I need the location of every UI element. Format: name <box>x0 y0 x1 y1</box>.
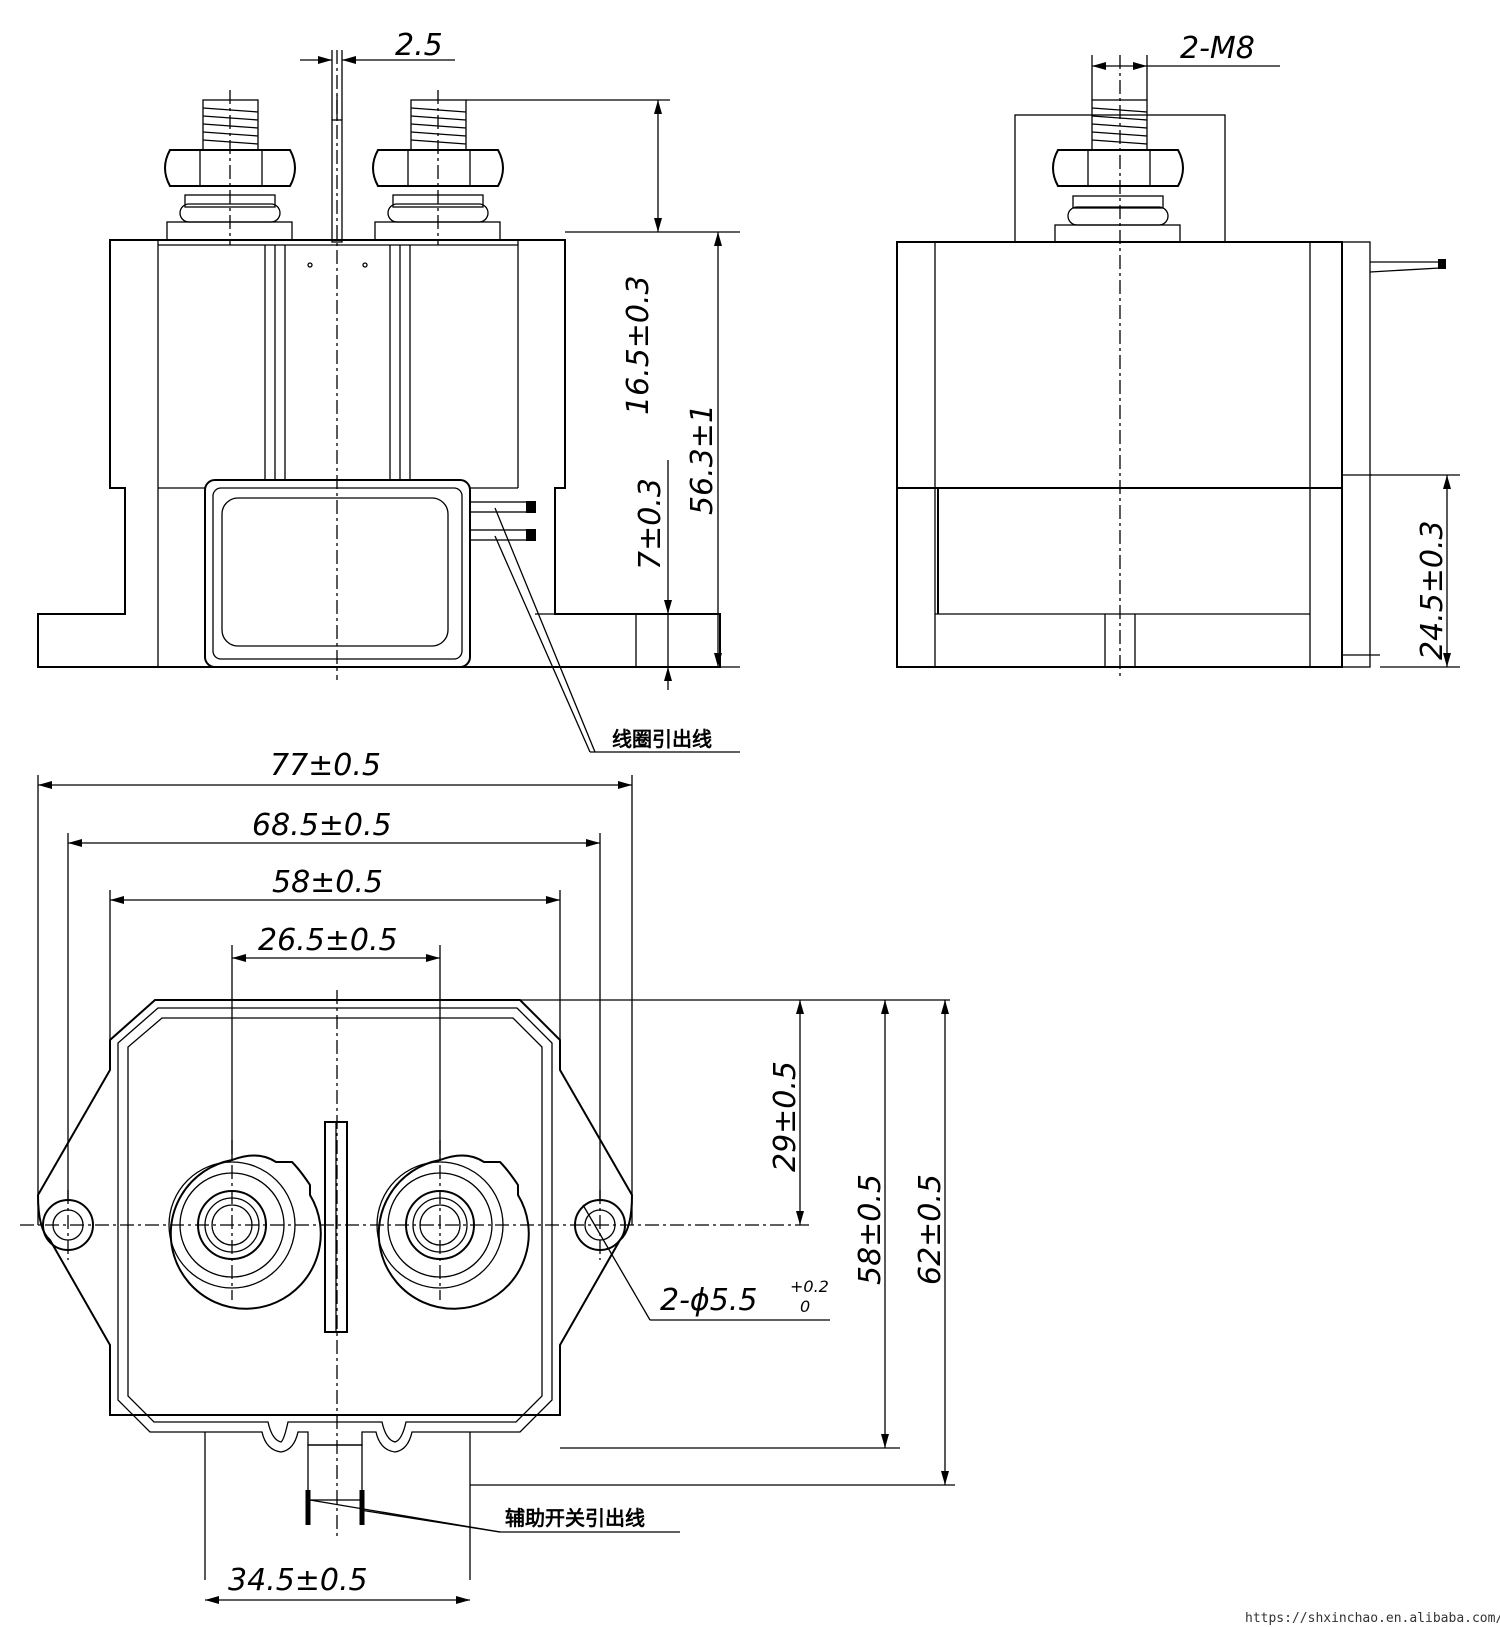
dim-overall-width: 77±0.5 <box>270 748 381 783</box>
top-view: 77±0.5 68.5±0.5 58±0.5 26.5±0.5 29±0.5 <box>20 748 955 1604</box>
dim-lead-thickness: 2.5 <box>395 28 443 63</box>
dim-terminal-spacing: 26.5±0.5 <box>258 923 398 958</box>
dim-total-height: 56.3±1 <box>685 404 720 515</box>
right-terminal-stud <box>372 90 504 245</box>
dim-width-685: 68.5±0.5 <box>252 808 392 843</box>
dim-stud-height: 16.5±0.3 <box>621 275 656 415</box>
side-view: 2-M8 24.5±0.3 <box>896 31 1460 680</box>
svg-text:2-ϕ5.5: 2-ϕ5.5 <box>660 1283 757 1318</box>
dim-hole-tol-lower: 0 <box>800 1297 810 1316</box>
dim-hole-tol-upper: +0.2 <box>790 1277 829 1296</box>
dim-hole-diameter: 2-ϕ5.5 <box>660 1283 757 1318</box>
dim-coil-lead-height: 7±0.3 <box>633 478 668 570</box>
right-terminal-top <box>376 1140 530 1310</box>
left-terminal-stud <box>164 90 296 245</box>
dim-side-height: 24.5±0.3 <box>1415 520 1450 660</box>
left-terminal-top <box>168 1140 322 1310</box>
label-aux-switch-lead: 辅助开关引出线 <box>505 1506 645 1530</box>
dim-thread: 2-M8 <box>1180 31 1255 66</box>
dim-depth-62: 62±0.5 <box>913 1174 948 1285</box>
dim-depth-58: 58±0.5 <box>853 1174 888 1285</box>
label-coil-lead: 线圈引出线 <box>612 727 712 751</box>
front-view: 2.5 16.5±0.3 56.3±1 7±0.3 线圈引出线 <box>37 28 740 753</box>
dim-width-58: 58±0.5 <box>272 865 383 900</box>
dim-bottom-width: 34.5±0.5 <box>228 1563 368 1598</box>
watermark-url: https://shxinchao.en.alibaba.com/ <box>1245 1611 1500 1626</box>
dim-depth-29: 29±0.5 <box>768 1061 803 1172</box>
